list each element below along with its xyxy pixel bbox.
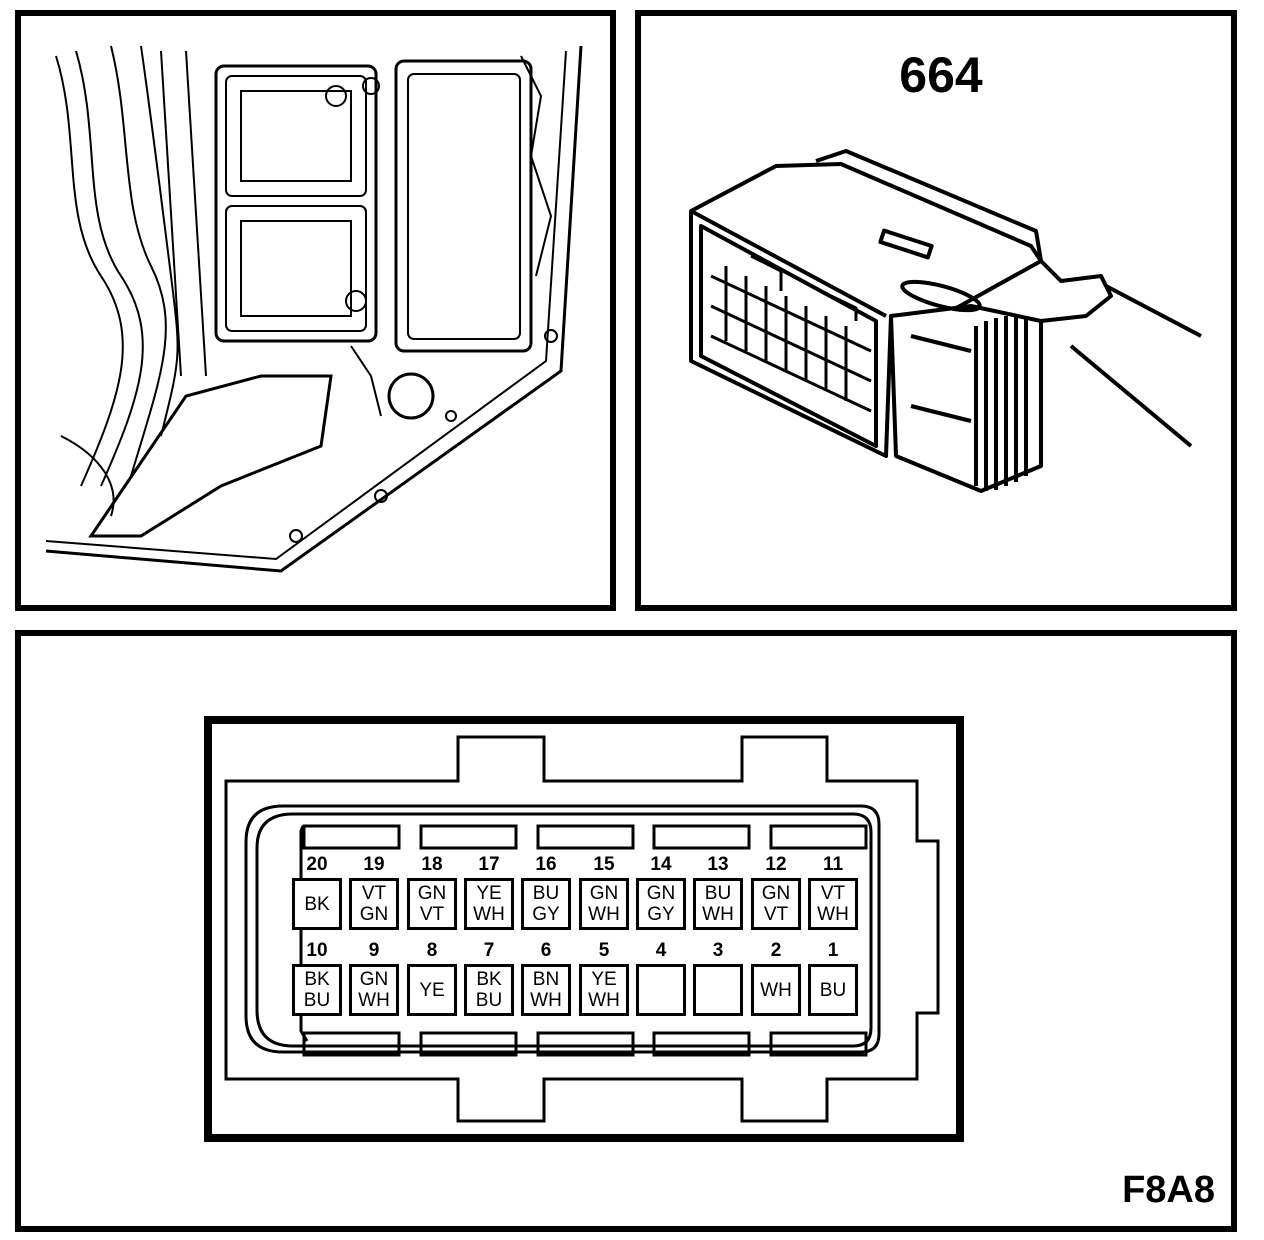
wire-color: WH: [817, 904, 849, 925]
pin-cavity: YE WH: [464, 878, 514, 930]
pin-number: 5: [598, 940, 610, 961]
wire-color: GN: [646, 883, 676, 904]
wire-color: WH: [358, 990, 390, 1011]
figure-reference-code: F8A8: [1122, 1169, 1215, 1211]
pin-number: 9: [368, 940, 380, 961]
pin-cavity: GN VT: [751, 878, 801, 930]
wire-color: GY: [532, 904, 560, 925]
pin-cavity: GN GY: [636, 878, 686, 930]
pin-number: 4: [655, 940, 667, 961]
pin-cavity: BU GY: [521, 878, 571, 930]
pin-cavity: GN VT: [407, 878, 457, 930]
wire-color: BU: [303, 990, 331, 1011]
wire-color: GN: [359, 969, 389, 990]
wire-color: VT: [361, 883, 387, 904]
wire-color: BK: [476, 969, 502, 990]
wire-color: VT: [763, 904, 789, 925]
wire-color: GN: [417, 883, 447, 904]
pin-cavity-empty: [636, 964, 686, 1016]
pin-number: 3: [712, 940, 724, 961]
pin-cavity: GN WH: [349, 964, 399, 1016]
wire-color: BU: [532, 883, 560, 904]
connector-face-outline: [204, 716, 964, 1142]
wire-color: GN: [589, 883, 619, 904]
pin-number: 18: [421, 854, 443, 875]
pin-number: 11: [822, 854, 844, 875]
wire-color: BU: [704, 883, 732, 904]
wire-color: BU: [475, 990, 503, 1011]
pin-number: 12: [765, 854, 787, 875]
connector-illustration-panel: 664: [635, 10, 1237, 611]
wire-color: GY: [647, 904, 675, 925]
wire-color: WH: [760, 979, 792, 1001]
connector-illustration: [689, 149, 1202, 493]
pin-cavity: BN WH: [521, 964, 571, 1016]
pin-number: 8: [426, 940, 438, 961]
pin-number: 14: [650, 854, 672, 875]
pin-cavity: WH: [751, 964, 801, 1016]
wire-color: BN: [532, 969, 560, 990]
wire-color: VT: [419, 904, 445, 925]
wire-color: GN: [359, 904, 389, 925]
wire-color: YE: [419, 979, 445, 1001]
location-illustration: [45, 45, 583, 573]
wire-color: YE: [476, 883, 502, 904]
wire-color: WH: [702, 904, 734, 925]
pin-cavity: BK BU: [292, 964, 342, 1016]
wire-color: WH: [588, 990, 620, 1011]
pin-number: 17: [478, 854, 500, 875]
pin-number: 10: [306, 940, 328, 961]
pin-number: 7: [483, 940, 495, 961]
pin-number: 16: [535, 854, 557, 875]
wire-color: GN: [761, 883, 791, 904]
wire-color: WH: [588, 904, 620, 925]
connector-number: 664: [899, 47, 983, 103]
pin-number: 19: [363, 854, 385, 875]
wire-color: WH: [530, 990, 562, 1011]
pin-cavity: YE WH: [579, 964, 629, 1016]
pin-number: 2: [770, 940, 782, 961]
pin-number: 20: [306, 854, 328, 875]
location-illustration-panel: [15, 10, 616, 611]
wire-color: WH: [473, 904, 505, 925]
pin-cavity: BK BU: [464, 964, 514, 1016]
pin-cavity-empty: [693, 964, 743, 1016]
pin-cavity: BU: [808, 964, 858, 1016]
pin-cavity: VT WH: [808, 878, 858, 930]
wire-color: BU: [819, 979, 847, 1001]
pin-cavity: GN WH: [579, 878, 629, 930]
pinout-panel: 20 BK 19 VT GN 18 GN VT 17 YE WH 16 BU G…: [15, 630, 1237, 1232]
pin-number: 15: [593, 854, 615, 875]
wire-color: BK: [304, 893, 330, 915]
pin-cavity: YE: [407, 964, 457, 1016]
pin-cavity: BU WH: [693, 878, 743, 930]
pin-cavity: BK: [292, 878, 342, 930]
pin-cavity: VT GN: [349, 878, 399, 930]
wire-color: YE: [591, 969, 617, 990]
pin-number: 6: [540, 940, 552, 961]
wire-color: BK: [304, 969, 330, 990]
pin-number: 13: [707, 854, 729, 875]
wire-color: VT: [820, 883, 846, 904]
pin-number: 1: [827, 940, 839, 961]
